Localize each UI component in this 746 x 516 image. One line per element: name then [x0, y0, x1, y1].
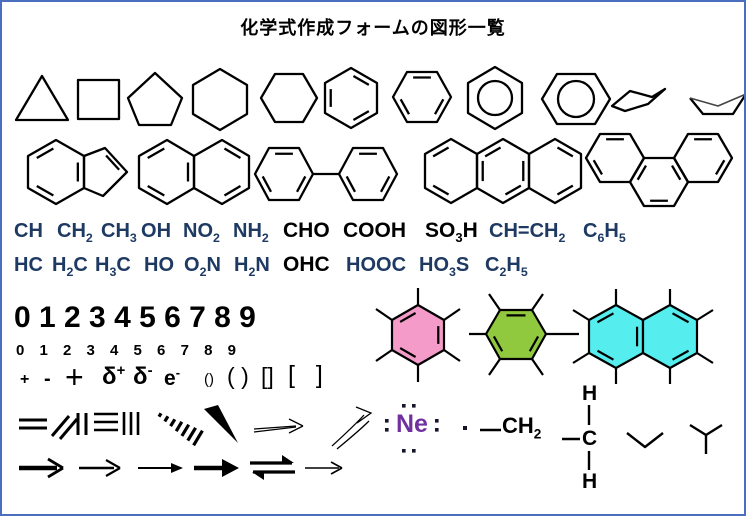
label-c2h5: C2H5 [485, 254, 528, 279]
equilibrium-top-head [282, 455, 294, 463]
triple-bond-vertical [122, 412, 140, 435]
label-hooc: HOOC [346, 254, 407, 276]
label-ch: CH [14, 220, 43, 242]
benzene-inner-circle [476, 79, 514, 117]
arrow-thick-head [47, 457, 64, 479]
benzene-circle-vertical [466, 65, 524, 131]
curved-outline-arrow [331, 406, 373, 450]
label-cho: CHO [283, 219, 330, 242]
hexagon-vertical [191, 67, 249, 132]
label-ohc: OHC [283, 253, 330, 276]
triangle [14, 74, 70, 122]
label-cooh: COOH [343, 219, 407, 242]
arrow-bold-solid-head [222, 459, 239, 477]
single-electron-dot [463, 426, 467, 430]
benzene-kekule-horizontal [391, 70, 453, 124]
label-c6h5: C6H5 [583, 220, 626, 245]
label-o2n: O2N [184, 254, 221, 279]
label-+: + [20, 371, 30, 388]
phenanthrene-ring-bottom [628, 156, 690, 208]
anthracene-ring-1 [423, 137, 479, 205]
anthracene-ring-2 [475, 137, 531, 205]
label-h2n: H2N [234, 254, 270, 279]
label-h3c: H3C [95, 254, 131, 279]
double-bond-vertical [76, 413, 88, 435]
benzene-green [484, 308, 548, 361]
zigzag-chain [626, 432, 664, 449]
neon-lone-pair-right-1 [435, 419, 439, 423]
indene-pentagon [82, 146, 129, 198]
label-oh: OH [141, 220, 172, 242]
indene-hexagon [26, 138, 86, 206]
naphthalene-cyan-left [587, 303, 645, 370]
benzene-inner-circle-2 [556, 79, 596, 119]
label-ho: HO [144, 254, 175, 276]
hashed-wedge-bond [157, 412, 204, 447]
neon-lone-pair-right-2 [435, 428, 439, 432]
neon-lone-pair-bottom-1 [402, 449, 406, 453]
hexagon-horizontal [259, 72, 319, 124]
label-no2: NO2 [183, 220, 220, 245]
anthracene-ring-3 [527, 137, 583, 205]
page-title: 化学式作成フォームの図形一覧 [240, 18, 506, 38]
digits-large: 0 1 2 3 4 5 6 7 8 9 [14, 301, 256, 334]
label-c: C [582, 427, 598, 450]
label-h2c: H2C [52, 254, 88, 279]
biphenyl-ring-left [253, 146, 315, 202]
cyclohexane-chair [610, 87, 667, 113]
arrow-medium-head [105, 459, 121, 477]
label-so3h: SO3H [425, 219, 478, 246]
label-e-: e- [164, 365, 181, 390]
benzene-green-substituents [469, 293, 579, 376]
label-hc: HC [14, 254, 43, 276]
neon-lone-pair-bottom-2 [412, 449, 416, 453]
label-ch2: CH2 [57, 220, 93, 245]
double-bond-horizontal [19, 418, 47, 430]
label-ch2: CH2 [502, 413, 542, 442]
label--: δ- [133, 363, 153, 390]
digits-small: 0 1 2 3 4 5 6 7 8 9 [16, 342, 242, 359]
neon-symbol: Ne [396, 410, 428, 438]
label-ch=ch2: CH=CH2 [489, 220, 566, 245]
triple-bond-horizontal [94, 412, 118, 432]
double-bond-diagonal [50, 415, 79, 440]
equilibrium-bottom-head [252, 472, 264, 480]
benzene-circle-horizontal [540, 72, 612, 126]
solid-wedge-bond [204, 405, 238, 443]
label-symbol: ( ) [227, 363, 249, 389]
label-symbol: [ ] [288, 361, 323, 389]
label-ch3: CH3 [101, 220, 137, 245]
arrow-thin-solid-head [171, 463, 183, 473]
biphenyl-ring-right [337, 146, 399, 202]
label-symbol: [] [261, 363, 274, 389]
h-c-h-bonds [562, 405, 591, 470]
square [76, 78, 121, 121]
cyclohexane-boat [689, 94, 744, 116]
label-symbol: () [204, 371, 214, 388]
neon-lone-pair-left-2 [385, 428, 389, 432]
benzene-pink [390, 303, 446, 367]
label-ho3s: HO3S [419, 254, 470, 279]
label-+: + [65, 359, 84, 395]
naphthalene-cyan-substituents [572, 289, 714, 384]
arrow-long-thin-head [330, 461, 343, 475]
naphthalene-right [192, 138, 251, 206]
benzene-pink-substituents [375, 288, 461, 382]
naphthalene-cyan-right [641, 303, 699, 370]
label--: - [44, 368, 51, 390]
neon-lone-pair-left-1 [385, 419, 389, 423]
neon-lone-pair-top-2 [412, 404, 416, 408]
label-h: H [582, 382, 598, 405]
label-nh2: NH2 [233, 220, 269, 245]
branch-chain [689, 423, 723, 454]
pentagon [126, 71, 184, 127]
benzene-kekule-vertical [323, 66, 379, 130]
naphthalene-left [137, 138, 196, 206]
neon-lone-pair-top-1 [402, 404, 406, 408]
label-+: δ+ [102, 363, 126, 390]
cyclohexane-boat-rim [689, 93, 744, 107]
thin-outline-arrow [253, 418, 304, 434]
label-h: H [582, 470, 598, 493]
